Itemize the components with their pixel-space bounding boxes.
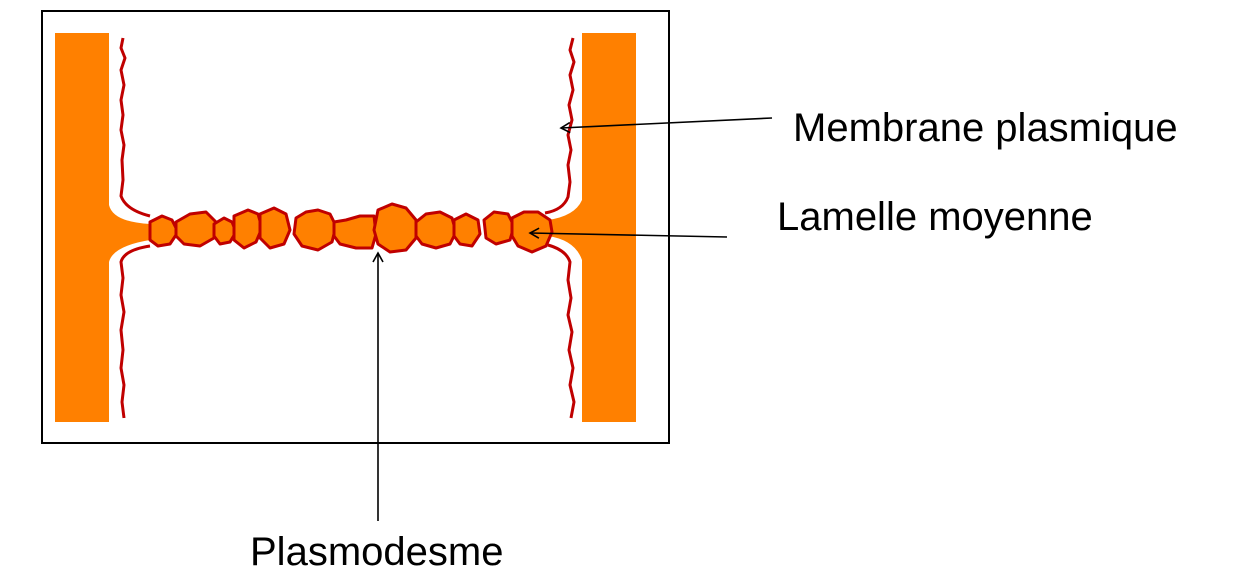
- plasmodesma-channel: [148, 202, 554, 254]
- channel-blob-9: [414, 210, 458, 250]
- membrane-pointer-arrow: [559, 117, 773, 134]
- right-plasma-membrane: [544, 37, 576, 215]
- right-cell-wall: [548, 33, 636, 422]
- channel-blob-8: [372, 202, 418, 254]
- channel-blob-5: [258, 206, 292, 250]
- lamelle-pointer-arrow: [528, 227, 728, 239]
- channel-blob-12: [510, 210, 554, 254]
- channel-blob-6: [292, 208, 338, 252]
- plasmodesme-label: Plasmodesme: [250, 530, 504, 574]
- channel-blob-2: [174, 210, 218, 248]
- lamelle-moyenne-label: Lamelle moyenne: [777, 195, 1093, 239]
- channel-blob-11: [482, 210, 516, 246]
- left-cell-wall: [55, 33, 150, 422]
- left-plasma-membrane-lower: [119, 244, 151, 419]
- channel-blob-10: [452, 212, 482, 248]
- channel-blob-7: [332, 214, 378, 250]
- right-plasma-membrane-lower: [547, 243, 576, 419]
- channel-blob-1: [148, 214, 180, 248]
- left-plasma-membrane: [119, 37, 151, 218]
- membrane-plasmique-label: Membrane plasmique: [793, 106, 1178, 150]
